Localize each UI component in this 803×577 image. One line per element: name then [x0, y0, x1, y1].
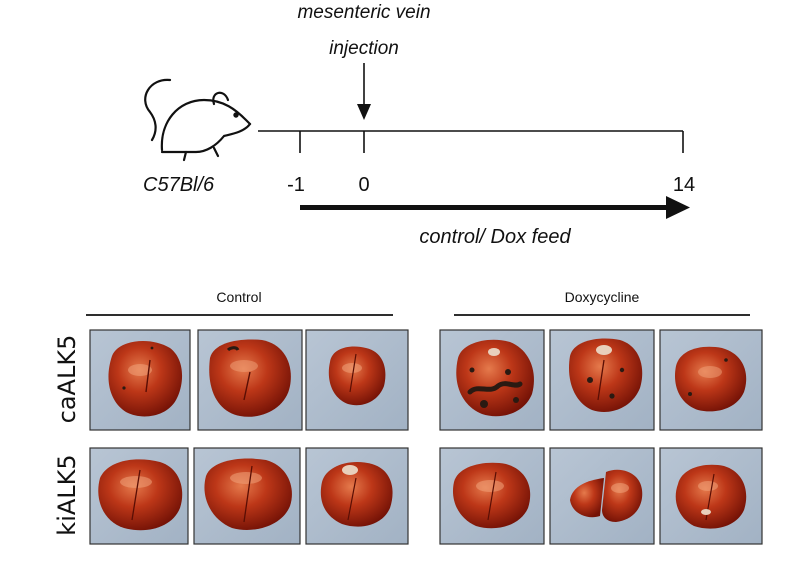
photo-kiALK5-dox-1	[439, 447, 545, 545]
group-label-control: Control	[216, 289, 261, 305]
photo-kiALK5-control-2	[193, 447, 301, 545]
photo-kiALK5-dox-3	[659, 447, 763, 545]
row-label-kiALK5: kiALK5	[53, 454, 81, 535]
row-label-caALK5: caALK5	[53, 335, 81, 424]
photo-kiALK5-dox-2	[549, 447, 655, 545]
tick-14-label: 14	[673, 174, 695, 196]
photo-kiALK5-control-3	[305, 447, 409, 545]
feed-arrow	[300, 196, 690, 219]
injection-arrow	[357, 63, 371, 120]
photo-panel: Control Doxycycline caALK5 kiALK5	[53, 289, 763, 545]
photo-caALK5-dox-2	[549, 329, 655, 431]
strain-label: C57Bl/6	[143, 174, 215, 196]
mouse-icon	[144, 78, 252, 162]
photo-caALK5-control-3	[305, 329, 409, 431]
feed-label: control/ Dox feed	[419, 226, 571, 248]
photo-caALK5-dox-1	[439, 329, 545, 431]
injection-label-line1: mesenteric vein	[297, 2, 430, 23]
tick-0-label: 0	[358, 174, 369, 196]
group-label-doxycycline: Doxycycline	[565, 289, 640, 305]
photo-caALK5-dox-3	[659, 329, 763, 431]
photo-caALK5-control-1	[89, 329, 191, 431]
injection-label-line2: injection	[329, 38, 399, 59]
photo-caALK5-control-2	[197, 329, 303, 431]
tick-minus1-label: -1	[287, 174, 305, 196]
photo-kiALK5-control-1	[89, 447, 189, 545]
timeline: mesenteric vein injection C5	[143, 2, 695, 248]
